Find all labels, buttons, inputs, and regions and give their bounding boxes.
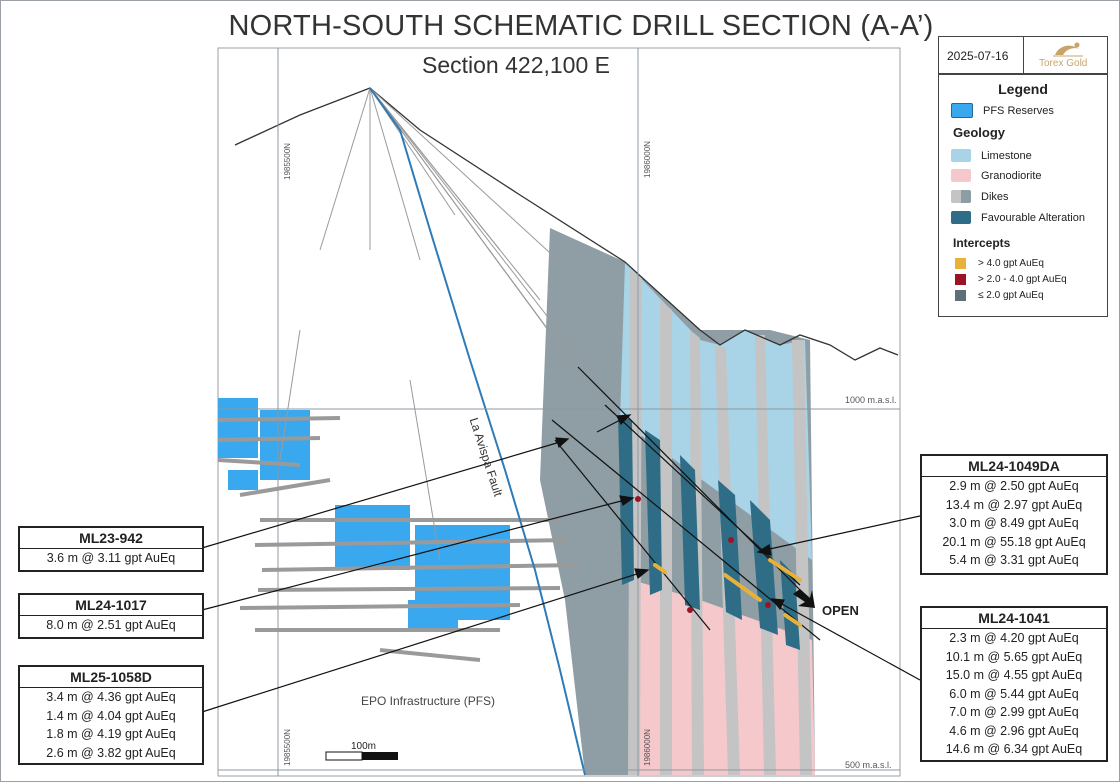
northing-1985500-top: 1985500N — [283, 143, 292, 180]
callout-ml24-1041: ML24-1041 2.3 m @ 4.20 gpt AuEq 10.1 m @… — [920, 606, 1108, 762]
legend-label: ≤ 2.0 gpt AuEq — [978, 290, 1044, 301]
callout-line: 1.4 m @ 4.04 gpt AuEq — [46, 708, 176, 723]
drill-fan — [279, 87, 621, 561]
scale-label: 100m — [351, 741, 377, 752]
elevation-1000-label: 1000 m.a.s.l. — [845, 395, 897, 405]
legend-item-limestone: Limestone — [951, 149, 1032, 162]
logo-mark-icon — [1053, 42, 1083, 57]
topography — [234, 87, 899, 361]
date-separator — [1023, 37, 1024, 73]
epo-label: EPO Infrastructure (PFS) — [361, 694, 496, 708]
company-logo: Torex Gold — [1031, 39, 1105, 71]
grid-lines — [218, 48, 900, 776]
callout-line: 3.0 m @ 8.49 gpt AuEq — [949, 516, 1079, 530]
callout-arrows — [201, 414, 921, 713]
callout-line: 2.9 m @ 2.50 gpt AuEq — [949, 479, 1079, 493]
legend-label: Granodiorite — [981, 169, 1042, 182]
callout-line: 3.4 m @ 4.36 gpt AuEq — [46, 690, 176, 704]
date-logo-box: 2025-07-16 Torex Gold — [938, 36, 1108, 74]
mid-grade-swatch — [955, 274, 966, 285]
callout-line: 20.1 m @ 55.18 gpt AuEq — [942, 534, 1086, 549]
callout-line: 7.0 m @ 2.99 gpt AuEq — [949, 705, 1079, 719]
scale-bar-black — [362, 752, 398, 760]
legend-item-dikes: Dikes — [951, 190, 1009, 203]
callout-line: 4.6 m @ 2.96 gpt AuEq — [949, 723, 1079, 738]
callout-line: 8.0 m @ 2.51 gpt AuEq — [46, 618, 176, 632]
logo-text: Torex Gold — [1039, 58, 1088, 69]
callout-ml24-1017: ML24-1017 8.0 m @ 2.51 gpt AuEq — [18, 593, 204, 639]
callout-line: 10.1 m @ 5.65 gpt AuEq — [945, 649, 1083, 664]
callout-line: 13.4 m @ 2.97 gpt AuEq — [945, 497, 1083, 512]
intercept-dots — [635, 496, 771, 613]
legend-item-alteration: Favourable Alteration — [951, 211, 1085, 224]
callout-title: ML25-1058D — [70, 669, 152, 685]
callout-title: ML24-1049DA — [968, 458, 1060, 474]
callout-title: ML24-1017 — [75, 597, 147, 613]
legend-item-reserves: PFS Reserves — [951, 103, 1054, 118]
date-text: 2025-07-16 — [947, 49, 1009, 63]
high-grade-swatch — [955, 258, 966, 269]
callout-line: 3.6 m @ 3.11 gpt AuEq — [46, 551, 176, 565]
callout-line: 15.0 m @ 4.55 gpt AuEq — [945, 668, 1083, 682]
northing-1986000-top: 1986000N — [643, 141, 652, 178]
legend-label: Limestone — [981, 149, 1032, 162]
reserves-swatch — [951, 103, 973, 118]
legend-label: > 4.0 gpt AuEq — [978, 258, 1044, 269]
legend-title: Legend — [998, 81, 1048, 97]
legend-label: Favourable Alteration — [981, 211, 1085, 224]
callout-title: ML23-942 — [79, 530, 143, 546]
intercepts-header: Intercepts — [953, 236, 1011, 250]
page-title: NORTH-SOUTH SCHEMATIC DRILL SECTION (A-A… — [228, 10, 934, 42]
legend-box: Legend PFS Reserves Geology Limestone Gr… — [938, 74, 1108, 317]
dikes-swatch — [951, 190, 971, 203]
callout-line: 1.8 m @ 4.19 gpt AuEq — [46, 727, 176, 741]
section-subtitle: Section 422,100 E — [422, 52, 610, 78]
callout-ml25-1058d: ML25-1058D 3.4 m @ 4.36 gpt AuEq 1.4 m @… — [18, 665, 204, 765]
callout-line: 2.6 m @ 3.82 gpt AuEq — [46, 745, 176, 760]
northing-1986000-bottom: 1986000N — [643, 729, 652, 766]
northing-1985500-bottom: 1985500N — [283, 729, 292, 766]
legend-item-high-grade: > 4.0 gpt AuEq — [951, 258, 1044, 269]
open-arrow — [793, 589, 815, 608]
callout-ml24-1049da: ML24-1049DA 2.9 m @ 2.50 gpt AuEq 13.4 m… — [920, 454, 1108, 575]
granodiorite-swatch — [951, 169, 971, 182]
callout-line: 5.4 m @ 3.31 gpt AuEq — [949, 553, 1079, 567]
callout-line: 6.0 m @ 5.44 gpt AuEq — [949, 686, 1079, 701]
legend-label: PFS Reserves — [983, 104, 1054, 117]
scale-bar-white — [325, 751, 363, 761]
callout-line: 2.3 m @ 4.20 gpt AuEq — [949, 631, 1079, 645]
alteration-swatch — [951, 211, 971, 224]
intercept-marks — [653, 558, 802, 627]
callout-ml23-942: ML23-942 3.6 m @ 3.11 gpt AuEq — [18, 526, 204, 572]
low-grade-swatch — [955, 290, 966, 301]
fault-line — [369, 87, 586, 776]
legend-item-granodiorite: Granodiorite — [951, 169, 1042, 182]
legend-label: Dikes — [981, 190, 1009, 203]
callout-title: ML24-1041 — [978, 610, 1050, 626]
legend-item-low-grade: ≤ 2.0 gpt AuEq — [951, 290, 1044, 301]
open-label: OPEN — [822, 603, 859, 618]
callout-line: 14.6 m @ 6.34 gpt AuEq — [945, 742, 1083, 756]
elevation-500-label: 500 m.a.s.l. — [845, 760, 892, 770]
geology-header: Geology — [953, 125, 1006, 140]
legend-label: > 2.0 - 4.0 gpt AuEq — [978, 274, 1067, 285]
legend-item-mid-grade: > 2.0 - 4.0 gpt AuEq — [951, 274, 1067, 285]
limestone-swatch — [951, 149, 971, 162]
